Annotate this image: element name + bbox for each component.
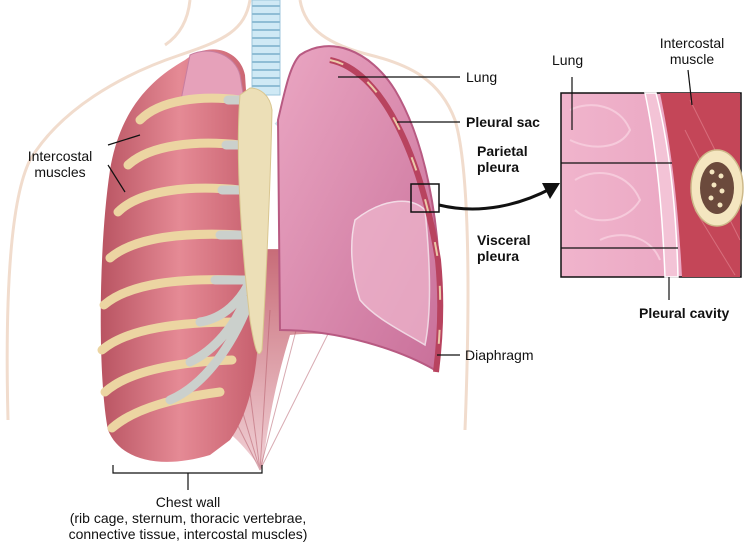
- intercostal-label-line1: Intercostal: [27, 148, 93, 164]
- inset-lung-label: Lung: [552, 52, 584, 68]
- chest-wall-line1: (rib cage, sternum, thoracic vertebrae,: [69, 510, 307, 526]
- chest-wall-label: Chest wall (rib cage, sternum, thoracic …: [18, 494, 358, 542]
- inset-intercostal-label: Intercostal muscle: [652, 35, 732, 67]
- visceral-pleura-label: Visceral pleura: [477, 232, 530, 264]
- arrow-head-icon: [542, 183, 560, 199]
- inset-view: [560, 69, 744, 300]
- inset-intercostal-line2: muscle: [669, 51, 715, 67]
- lung-label: Lung: [466, 69, 498, 85]
- costal-cartilage: [165, 95, 253, 405]
- body-outline: [5, 0, 470, 431]
- zoom-region: [410, 183, 440, 213]
- left-rib-cage: [97, 49, 273, 462]
- parietal-line1: Parietal: [477, 143, 528, 159]
- right-lung-with-pleura: [276, 45, 444, 373]
- parietal-pleura-label: Parietal pleura: [477, 143, 528, 175]
- visceral-line2: pleura: [477, 248, 520, 264]
- parietal-line2: pleura: [477, 159, 520, 175]
- leader-lines: [112, 76, 460, 490]
- inset-intercostal-line1: Intercostal: [659, 35, 725, 51]
- pleural-sac-label: Pleural sac: [466, 114, 540, 130]
- intercostal-label-line2: muscles: [34, 164, 86, 180]
- visceral-line1: Visceral: [477, 232, 531, 248]
- chest-wall-line2: connective tissue, intercostal muscles): [68, 526, 308, 542]
- intercostal-muscles-label: Intercostal muscles: [18, 148, 102, 180]
- diaphragm-label: Diaphragm: [465, 347, 534, 363]
- pleural-cavity-label: Pleural cavity: [639, 305, 730, 321]
- chest-wall-title: Chest wall: [155, 494, 221, 510]
- zoom-arrow: [438, 186, 553, 211]
- sternum: [237, 87, 273, 355]
